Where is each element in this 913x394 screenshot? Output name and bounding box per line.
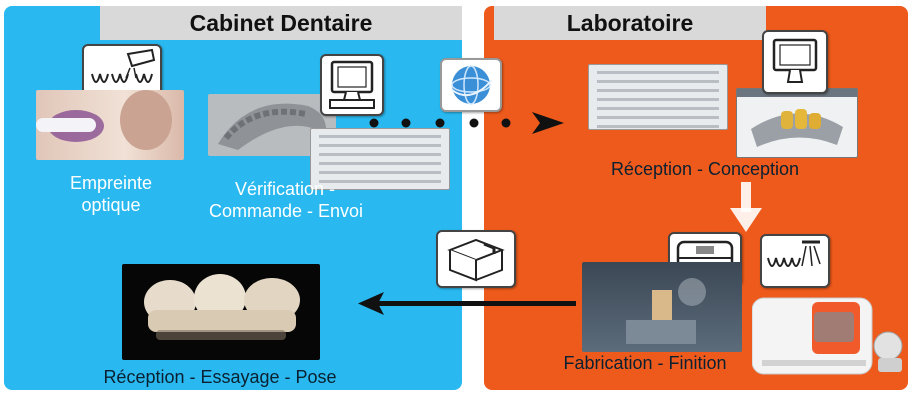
dotted-transfer-arrow — [366, 110, 566, 136]
step-reception-design-label: Réception - Conception — [610, 159, 800, 179]
milling-machine-photo — [582, 262, 742, 352]
dental-office-title: Cabinet Dentaire — [100, 6, 462, 40]
package-box-icon — [436, 230, 516, 288]
cropped-top-text — [130, 0, 390, 2]
digital-dental-model-photo — [208, 94, 336, 156]
cad-design-screenshot — [736, 88, 858, 158]
computer-icon — [320, 54, 384, 116]
milling-unit-device-photo — [752, 290, 908, 382]
patient-intraoral-scan-photo — [36, 90, 184, 160]
teeth-drill-icon — [760, 234, 830, 288]
step-optical-impression-label: Empreinte optique — [69, 173, 153, 215]
ceramic-crown-bridge-photo — [122, 264, 320, 360]
lab-software-screenshot — [588, 64, 728, 130]
computer-icon-lab — [762, 30, 828, 94]
step-fabrication-finishing-label: Fabrication - Finition — [563, 353, 727, 373]
return-arrow — [358, 292, 578, 316]
globe-network-icon — [440, 58, 502, 112]
step-reception-fitting-placement-label: Réception - Essayage - Pose — [103, 367, 337, 387]
step-verification-label-line1: Vérification - — [234, 179, 336, 199]
down-arrow — [726, 182, 766, 234]
laboratory-title: Laboratoire — [494, 6, 766, 40]
order-software-screenshot — [310, 128, 450, 190]
step-verification-label-line2: Commande - Envoi — [208, 201, 364, 221]
